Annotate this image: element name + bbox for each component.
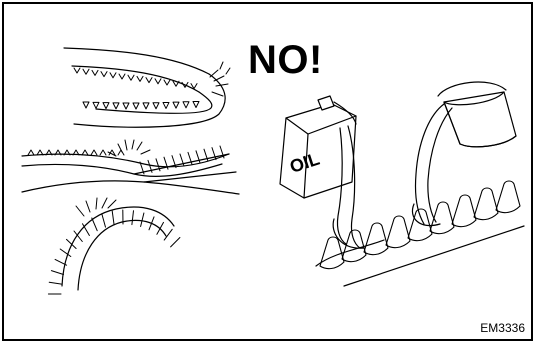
belt-tooth	[128, 75, 134, 80]
belt-illustration: OIL	[4, 4, 533, 339]
belt-tooth	[82, 150, 88, 155]
belt-tooth	[67, 239, 77, 248]
belt-tooth	[153, 103, 159, 109]
belt-tooth	[28, 150, 34, 155]
belt-tooth	[320, 237, 344, 269]
belt-tooth	[496, 181, 520, 213]
belt-tooth	[92, 70, 98, 75]
belt-tooth	[342, 230, 366, 262]
belt-tooth	[74, 231, 82, 242]
belt-bent-sharply	[64, 48, 230, 127]
belt-tooth	[46, 150, 52, 155]
belt-twisted	[22, 140, 239, 194]
belt-tooth	[408, 209, 432, 241]
belt-tooth	[148, 160, 152, 172]
oil-stream	[333, 126, 364, 248]
belt-tooth	[364, 223, 388, 255]
belt-tooth	[83, 102, 89, 108]
warning-headline: NO!	[248, 38, 323, 82]
belt-tooth	[123, 103, 129, 109]
belt-tooth	[204, 149, 208, 161]
belt-tooth	[430, 202, 454, 234]
belt-tooth	[112, 211, 114, 225]
belt-tooth	[110, 73, 116, 78]
crack-marks-top	[210, 62, 230, 96]
belt-tooth	[92, 218, 97, 231]
water-stream	[412, 104, 452, 226]
water-bucket	[438, 82, 516, 147]
belt-tooth	[141, 213, 144, 227]
belt-tooth	[83, 69, 89, 74]
belt-tooth	[149, 217, 154, 230]
belt-tooth	[74, 68, 80, 73]
belt-tooth	[91, 150, 97, 155]
belt-tooth	[183, 102, 189, 108]
belt-tooth	[191, 84, 197, 89]
belt-tooth	[474, 188, 498, 220]
belt-tooth	[180, 154, 184, 166]
belt-tooth	[173, 102, 179, 108]
belt-tooth	[143, 103, 149, 109]
belt-tooth	[172, 156, 176, 168]
belt-tooth	[137, 76, 143, 81]
belt-tooth	[146, 78, 152, 83]
belt-tooth	[140, 162, 144, 174]
belt-tooth	[100, 150, 106, 155]
belt-ring	[48, 198, 180, 294]
belt-tooth	[386, 216, 410, 248]
belt-tooth	[171, 238, 180, 247]
belt-tooth	[132, 211, 134, 225]
belt-tooth	[163, 102, 169, 108]
crack-marks-mid	[108, 140, 150, 156]
belt-tooth	[64, 150, 70, 155]
belt-tooth	[220, 146, 224, 158]
belt-tooth	[73, 150, 79, 155]
belt-tooth	[37, 150, 43, 155]
belt-tooth	[173, 81, 179, 86]
belt-tooth	[51, 271, 63, 275]
belt-tooth	[102, 214, 106, 227]
belt-tooth	[164, 157, 168, 169]
belt-tooth	[119, 74, 125, 79]
crack-marks-ring	[76, 198, 116, 216]
belt-tooth	[60, 249, 71, 257]
belt-tooth	[196, 151, 200, 163]
belt-tooth	[164, 229, 172, 240]
belt-tooth	[101, 72, 107, 77]
belt-tooth	[182, 82, 188, 87]
belt-tooth	[452, 195, 476, 227]
belt-tooth	[193, 101, 199, 107]
belt-tooth	[188, 152, 192, 164]
belt-tooth	[55, 259, 67, 265]
belt-tooth	[103, 103, 109, 109]
belt-tooth	[83, 224, 90, 236]
toothed-belt	[316, 181, 524, 286]
belt-tooth	[157, 222, 164, 234]
oil-can: OIL	[280, 96, 356, 198]
belt-tooth	[155, 79, 161, 84]
belt-tooth	[55, 150, 61, 155]
belt-tooth	[93, 102, 99, 108]
figure-frame: OIL NO! E	[2, 2, 533, 341]
belt-tooth	[212, 148, 216, 160]
belt-tooth	[156, 159, 160, 171]
belt-tooth	[164, 80, 170, 85]
belt-tooth	[49, 282, 61, 284]
belt-tooth	[113, 103, 119, 109]
figure-code: EM3336	[480, 321, 525, 335]
belt-tooth	[133, 103, 139, 109]
